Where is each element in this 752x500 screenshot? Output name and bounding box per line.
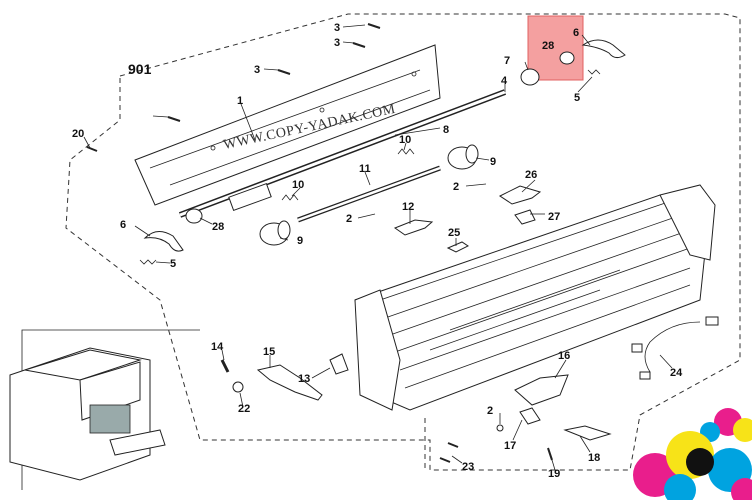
callout-17: 17 bbox=[504, 440, 516, 452]
bracket-17 bbox=[519, 407, 541, 425]
callout-13: 13 bbox=[298, 373, 310, 385]
callout-26: 26 bbox=[525, 169, 537, 181]
assembly-boundary bbox=[65, 13, 741, 471]
printer-thumbnail bbox=[9, 329, 200, 490]
callout-2: 2 bbox=[453, 181, 459, 193]
callout-12: 12 bbox=[402, 201, 414, 213]
callout-28: 28 bbox=[542, 40, 554, 52]
callout-20: 20 bbox=[72, 128, 84, 140]
arm-6-left bbox=[143, 231, 184, 252]
cmyk-logo bbox=[633, 408, 752, 500]
callout-3: 3 bbox=[334, 22, 340, 34]
callout-25: 25 bbox=[448, 227, 460, 239]
callout-1: 1 bbox=[237, 95, 243, 107]
spring-5-right bbox=[587, 69, 601, 75]
callout-16: 16 bbox=[558, 350, 570, 362]
gear-28-left bbox=[185, 208, 203, 224]
callout-8: 8 bbox=[443, 124, 449, 136]
callout-28: 28 bbox=[212, 221, 224, 233]
callout-6: 6 bbox=[573, 27, 579, 39]
callout-7: 7 bbox=[504, 55, 510, 67]
bracket-26 bbox=[499, 185, 542, 205]
callout-9: 9 bbox=[490, 156, 496, 168]
lever-13 bbox=[329, 353, 349, 375]
spring-10-left bbox=[281, 194, 299, 201]
spring-5-left bbox=[139, 259, 157, 265]
callout-4: 4 bbox=[501, 75, 508, 87]
screw-19 bbox=[547, 447, 553, 461]
callout-19: 19 bbox=[548, 468, 560, 480]
bracket-25 bbox=[446, 241, 469, 253]
frame-unit bbox=[354, 184, 716, 411]
plate-1 bbox=[134, 44, 441, 206]
callout-6: 6 bbox=[120, 219, 126, 231]
callout-27: 27 bbox=[548, 211, 560, 223]
bracket-15 bbox=[256, 364, 323, 401]
callout-24: 24 bbox=[670, 367, 683, 379]
assembly-label: 901 bbox=[128, 61, 152, 77]
gear-28-top bbox=[559, 51, 575, 65]
highlight-box bbox=[527, 15, 584, 81]
leader-lines bbox=[83, 24, 673, 471]
callout-18: 18 bbox=[588, 452, 600, 464]
callout-15: 15 bbox=[263, 346, 275, 358]
callout-5: 5 bbox=[574, 92, 580, 104]
arm-6-right bbox=[581, 39, 626, 59]
callout-14: 14 bbox=[211, 341, 224, 353]
callout-3: 3 bbox=[334, 37, 340, 49]
bracket-27 bbox=[514, 209, 536, 225]
callout-10: 10 bbox=[292, 179, 304, 191]
screw-14 bbox=[220, 359, 230, 373]
callout-5: 5 bbox=[170, 258, 176, 270]
bracket-12 bbox=[393, 219, 434, 236]
callout-3: 3 bbox=[254, 64, 260, 76]
callout-22: 22 bbox=[238, 403, 250, 415]
callout-2: 2 bbox=[346, 213, 352, 225]
screws-3 bbox=[86, 23, 381, 152]
harness-24 bbox=[631, 316, 719, 380]
screws-23 bbox=[439, 442, 459, 463]
callout-23: 23 bbox=[462, 461, 474, 473]
gear-7 bbox=[520, 68, 540, 86]
gear-22 bbox=[232, 381, 244, 393]
callout-9: 9 bbox=[297, 235, 303, 247]
callouts: 3 3 3 2 2 2 1 4 5 5 6 6 7 8 9 9 10 10 11… bbox=[72, 22, 683, 480]
bracket-16 bbox=[514, 374, 569, 406]
spring-10-top bbox=[397, 148, 415, 155]
callout-2: 2 bbox=[487, 405, 493, 417]
callout-10: 10 bbox=[399, 134, 411, 146]
lever-18 bbox=[563, 425, 612, 441]
screw-2-bottom bbox=[496, 424, 504, 432]
callout-11: 11 bbox=[359, 163, 371, 175]
